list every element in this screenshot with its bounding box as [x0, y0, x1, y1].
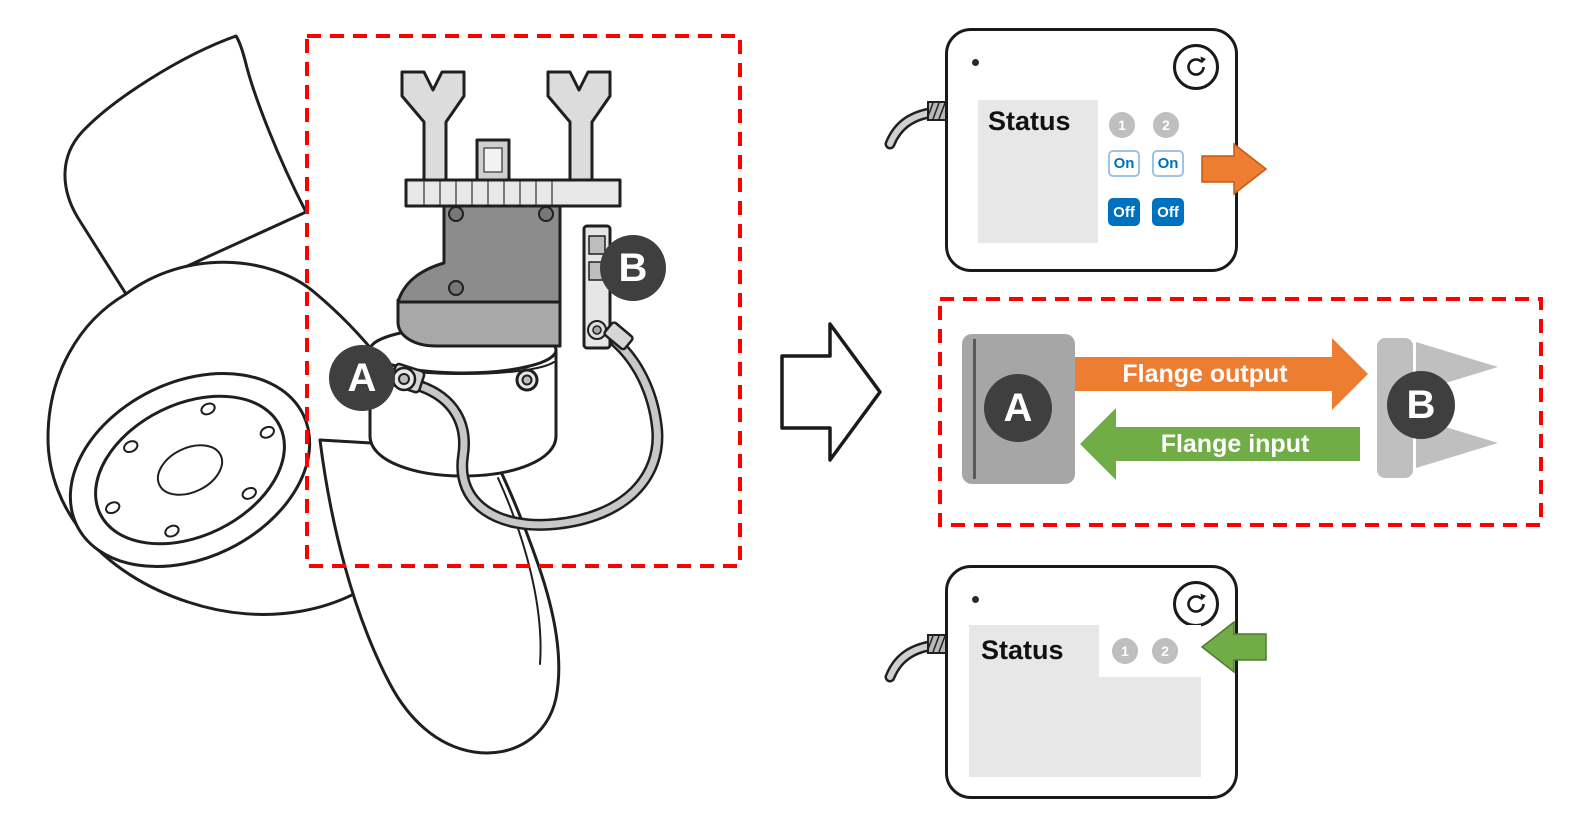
indicator-2-badge: 2: [1153, 112, 1179, 138]
indicator-1-badge: 1: [1112, 638, 1138, 664]
indicator-1-badge: 1: [1109, 112, 1135, 138]
robot-forearm: [318, 438, 561, 755]
red-dashed-box-diagram: [938, 297, 1543, 527]
gripper-fingers: [400, 70, 622, 208]
pendant-screen-top: Status 1 2 On On Off Off: [978, 100, 1206, 243]
label-b-text: B: [618, 245, 648, 290]
flange-output-arrow-icon: [1075, 338, 1368, 410]
top-pendant: Status 1 2 On On Off Off: [945, 28, 1238, 272]
flange-input-label: Flange input: [1160, 429, 1310, 458]
diagram-label-a-badge: A: [984, 374, 1052, 442]
output-right-arrow-icon: [1201, 142, 1268, 196]
flange-cable: [414, 336, 664, 531]
pendant-cable-top: [884, 101, 954, 150]
robot-flange-plate: [68, 372, 312, 568]
rotate-arrow-icon: [1187, 56, 1206, 76]
diagram-label-b-badge: B: [1387, 371, 1455, 439]
rotate-arrow-icon: [1187, 593, 1206, 613]
screen-title: Status: [988, 106, 1071, 136]
pendant-reset-button: [1173, 581, 1219, 627]
pendant-screen-bottom: Status 1 2: [969, 625, 1201, 777]
cable-connector-a: [389, 362, 426, 394]
indicator-2-badge: 2: [1152, 638, 1178, 664]
robot-forearm-seam: [497, 477, 542, 665]
gripper-bracket: [396, 196, 562, 348]
robot-upper-arm: [63, 34, 308, 296]
input-left-arrow-icon: [1200, 621, 1267, 674]
off-button-2[interactable]: Off: [1152, 198, 1184, 226]
on-button-2[interactable]: On: [1152, 150, 1184, 177]
pendant-reset-button: [1173, 44, 1219, 90]
red-dashed-box-tool: [305, 34, 742, 568]
screen-title: Status: [981, 635, 1064, 665]
diagram-label-a-text: A: [1003, 385, 1033, 430]
label-a-text: A: [347, 355, 377, 400]
flange-input-arrow-icon: [1080, 408, 1360, 480]
on-button-1[interactable]: On: [1108, 150, 1140, 177]
label-b-badge: B: [600, 235, 666, 301]
cable-connector-b: [603, 321, 634, 351]
master-block-spine: [973, 339, 976, 479]
flange-output-label: Flange output: [1122, 359, 1288, 388]
flange-io-diagram: Flange output Flange input A B: [940, 300, 1540, 524]
diagram-label-b-text: B: [1406, 382, 1436, 427]
label-a-badge: A: [329, 345, 395, 411]
bottom-pendant: Status 1 2: [945, 565, 1238, 799]
off-button-1[interactable]: Off: [1108, 198, 1140, 226]
pendant-led: [972, 596, 979, 603]
pendant-cable-bottom: [884, 634, 954, 683]
pendant-led: [972, 59, 979, 66]
transition-arrow-icon: [780, 322, 882, 462]
